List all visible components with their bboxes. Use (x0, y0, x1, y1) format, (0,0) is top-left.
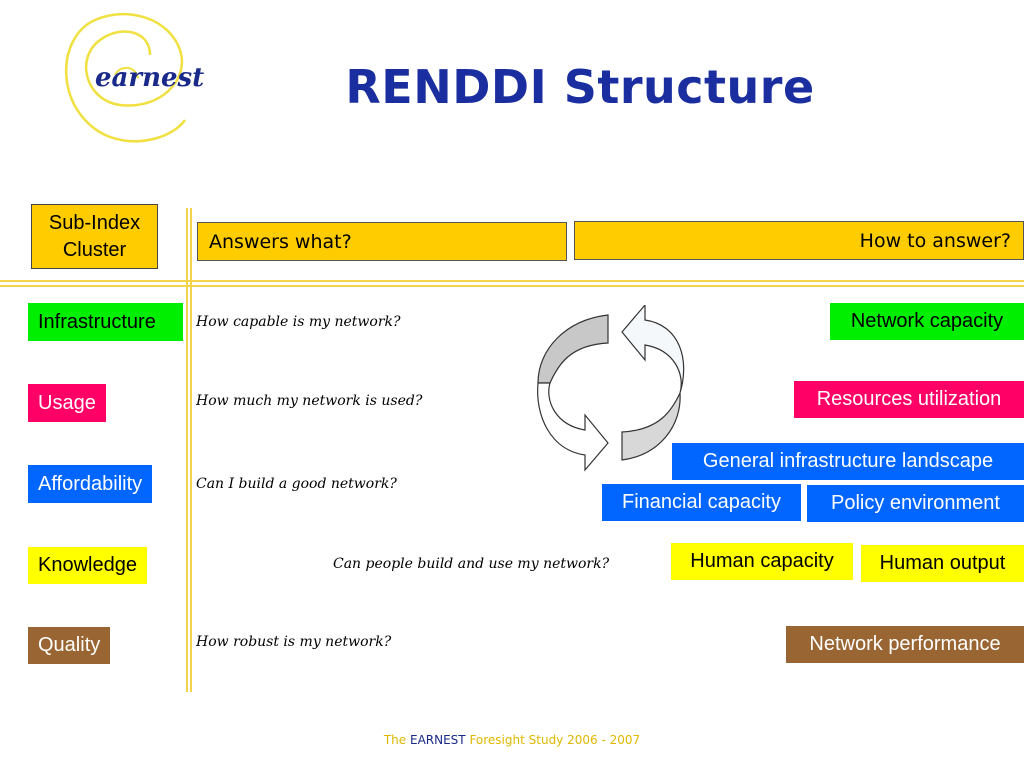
footer: The EARNEST Foresight Study 2006 - 2007 (0, 733, 1024, 747)
question-affordability: Can I build a good network? (196, 476, 397, 492)
spiral-logo-icon (65, 12, 187, 143)
category-quality: Quality (28, 627, 111, 664)
category-usage: Usage (28, 384, 106, 422)
category-affordability: Affordability (28, 465, 153, 503)
category-infrastructure: Infrastructure (28, 303, 183, 341)
answer-network-capacity: Network capacity (830, 303, 1024, 340)
answer-general-infrastructure-landscape: General infrastructure landscape (672, 443, 1024, 480)
footer-prefix: The (383, 733, 410, 747)
footer-suffix: Foresight Study 2006 - 2007 (465, 733, 641, 747)
answers-what-header: Answers what? (197, 222, 567, 261)
answer-human-output: Human output (861, 545, 1024, 582)
cluster-header-line-2: Cluster (62, 238, 127, 261)
question-infrastructure: How capable is my network? (196, 314, 401, 330)
answer-human-capacity: Human capacity (671, 543, 853, 580)
footer-brand: EARNEST (409, 733, 466, 747)
answer-resources-utilization: Resources utilization (794, 381, 1024, 418)
sub-index-cluster-header: Sub-Index Cluster (31, 204, 158, 269)
answer-policy-environment: Policy environment (807, 485, 1024, 522)
answer-financial-capacity: Financial capacity (602, 484, 801, 521)
cycle-arrows-icon (537, 305, 685, 472)
category-knowledge: Knowledge (28, 547, 147, 584)
how-to-answer-header: How to answer? (574, 221, 1024, 260)
question-knowledge: Can people build and use my network? (333, 556, 610, 572)
question-usage: How much my network is used? (196, 393, 423, 409)
page-title: RENDDI Structure (345, 60, 815, 114)
cluster-header-line-1: Sub-Index (48, 211, 141, 234)
answer-network-performance: Network performance (786, 626, 1024, 663)
logo-text: earnest (95, 63, 205, 93)
question-quality: How robust is my network? (196, 634, 392, 650)
